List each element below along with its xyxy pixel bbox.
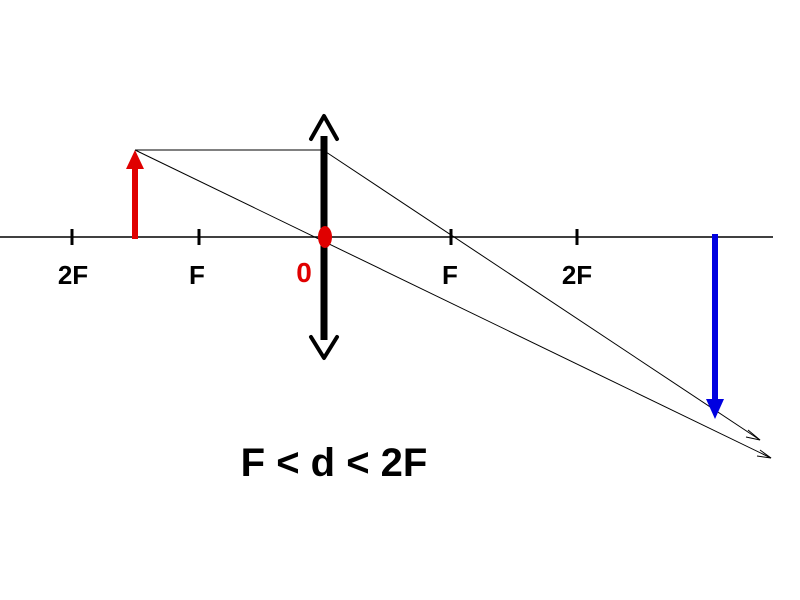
label-left-2f: 2F	[58, 260, 88, 290]
image-arrow-icon	[706, 234, 724, 419]
condition-text: F < d < 2F	[241, 441, 428, 485]
ray-refracted-focal-arrowhead	[745, 429, 761, 441]
label-right-f: F	[442, 260, 458, 290]
label-left-f: F	[189, 260, 205, 290]
ray-central-arrowhead	[756, 449, 772, 459]
object-arrow-icon	[126, 150, 144, 239]
label-origin: 0	[296, 257, 312, 288]
label-right-2f: 2F	[562, 260, 592, 290]
ray-refracted-focal	[322, 149, 761, 441]
ray-central	[134, 149, 772, 459]
optical-center-dot	[318, 226, 332, 248]
